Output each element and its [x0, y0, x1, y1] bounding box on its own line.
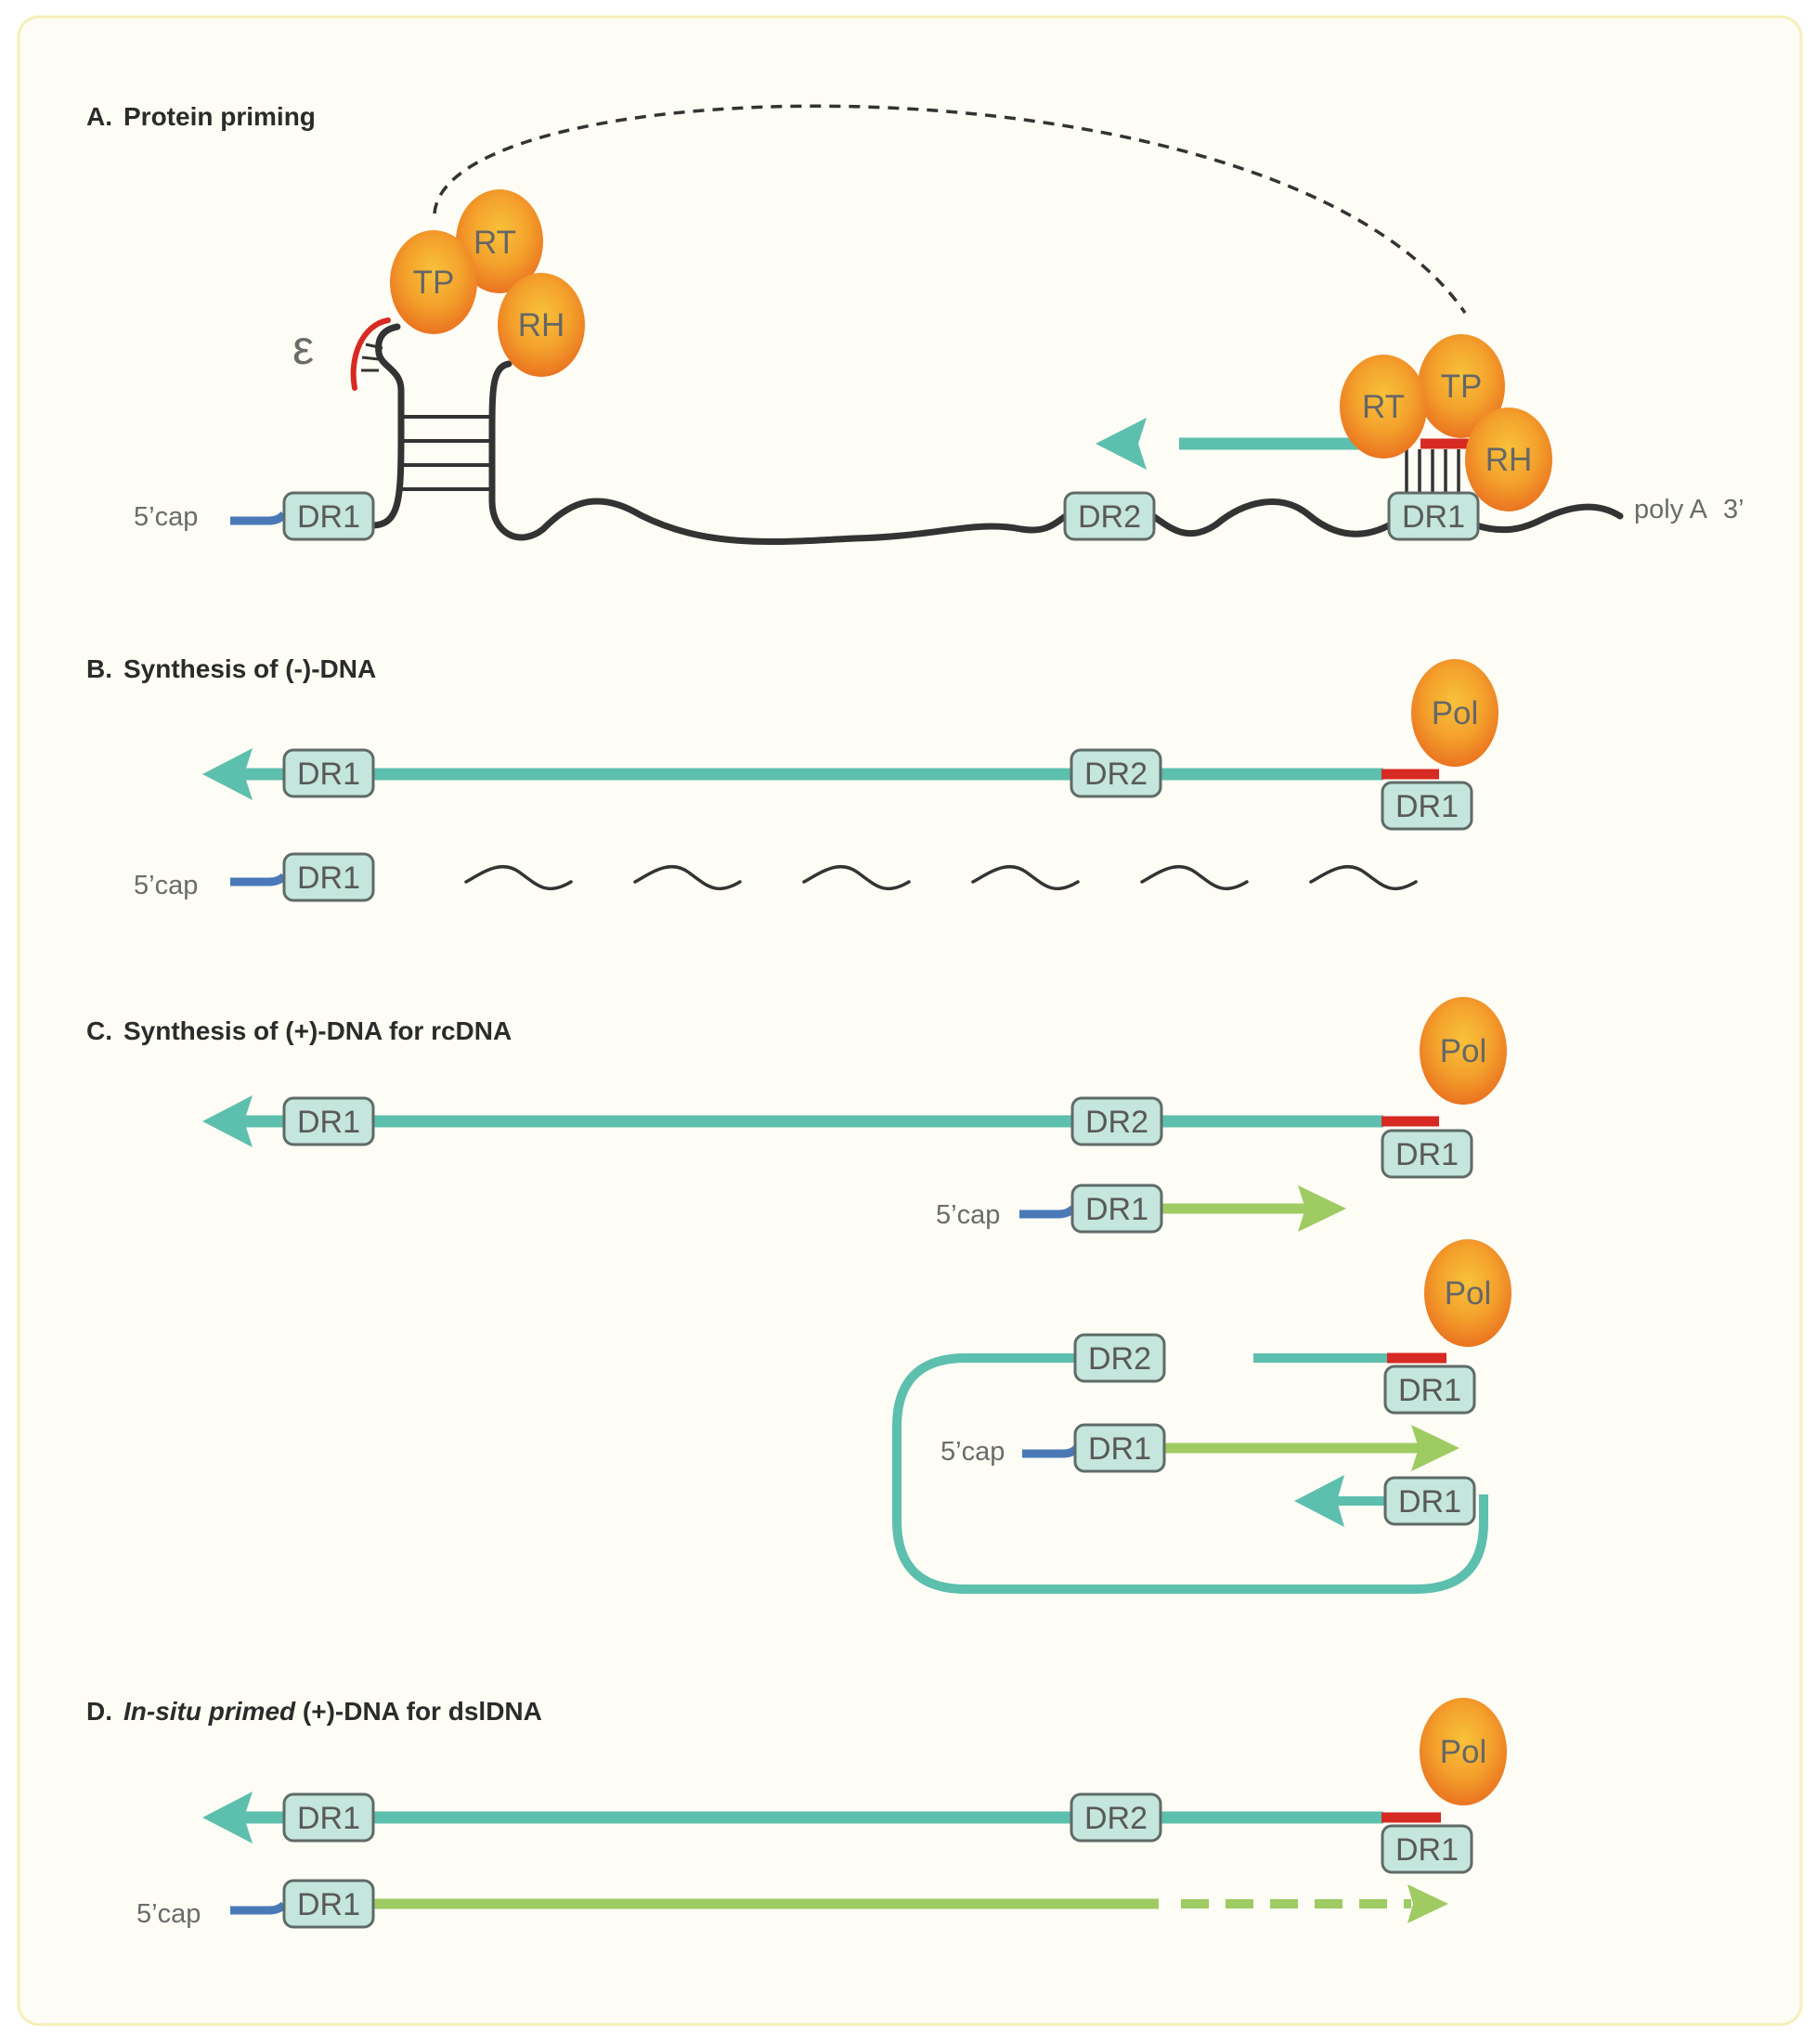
- minus-dna-arrow-a: [1096, 418, 1381, 470]
- dr1-box-c-right: DR1: [1381, 1129, 1473, 1179]
- svg-text:DR1: DR1: [297, 757, 360, 792]
- protein-pol-c2: [1424, 1239, 1511, 1347]
- cap-label-b: 5’cap: [134, 871, 198, 900]
- dr1-box-b-right: DR1: [1381, 781, 1473, 831]
- dr2-box-d: DR2: [1070, 1792, 1162, 1843]
- svg-text:DR1: DR1: [1395, 1137, 1459, 1172]
- epsilon-label: ε: [292, 321, 314, 375]
- protein-pol-b: [1411, 659, 1498, 767]
- dr1-box-a-left: DR1: [282, 491, 375, 541]
- epsilon-pairs: [361, 343, 383, 372]
- protein-rh-2: [1465, 408, 1552, 511]
- minus-dna-arrowhead-a: [1096, 418, 1147, 470]
- panel-a-title: A.Protein priming: [86, 102, 316, 131]
- svg-text:DR2: DR2: [1084, 1801, 1148, 1836]
- svg-text:DR1: DR1: [1085, 1192, 1148, 1227]
- dr2-box-a: DR2: [1063, 491, 1156, 541]
- protein-pol-label-d: Pol: [1440, 1734, 1487, 1770]
- dr1-box-c2-cap: DR1: [1073, 1423, 1166, 1473]
- minus-dna-arrowhead-c: [202, 1095, 253, 1147]
- protein-tp-label-2: TP: [1441, 369, 1483, 405]
- protein-tp-label-1: TP: [413, 265, 455, 301]
- cap-label: 5’cap: [134, 502, 198, 532]
- panel-c: C.Synthesis of (+)-DNA for rcDNA Pol DR1…: [86, 997, 1511, 1594]
- protein-pol-label-c1: Pol: [1440, 1033, 1487, 1069]
- protein-pol-c1: [1420, 997, 1507, 1105]
- svg-text:DR1: DR1: [1398, 1373, 1461, 1408]
- circular-minus-dna: [892, 1353, 1488, 1594]
- dr1-box-d-right: DR1: [1381, 1824, 1473, 1874]
- svg-text:DR1: DR1: [1398, 1484, 1461, 1520]
- dr1-box-a-right: DR1: [1387, 491, 1480, 541]
- protein-pol-label-c2: Pol: [1445, 1275, 1492, 1312]
- panel-a: A.Protein priming 5’cap ε: [86, 102, 1745, 546]
- protein-pol-d: [1420, 1698, 1507, 1805]
- dr1-box-d-left: DR1: [282, 1792, 375, 1843]
- svg-text:DR1: DR1: [1402, 499, 1465, 535]
- rna-wavy-1: [488, 360, 1070, 546]
- plus-dna-arrowhead-d: [1407, 1884, 1448, 1923]
- minus-dna-arrowhead-c3: [1294, 1475, 1344, 1527]
- panel-b: B.Synthesis of (-)-DNA Pol DR1 DR2 DR1 5…: [86, 654, 1498, 902]
- panel-c-title: C.Synthesis of (+)-DNA for rcDNA: [86, 1016, 512, 1045]
- svg-text:DR1: DR1: [297, 1801, 360, 1836]
- protein-rt-label-2: RT: [1362, 389, 1405, 425]
- protein-rt-2: [1340, 355, 1427, 459]
- dr1-box-b-cap: DR1: [282, 852, 375, 902]
- panel-d-title: D.In-situ primed (+)-DNA for dslDNA: [86, 1697, 542, 1726]
- protein-tp-1: [390, 230, 477, 334]
- plus-dna-arrowhead-c1: [1298, 1185, 1346, 1232]
- translocation-dashed-arc: [433, 104, 1467, 314]
- dr1-box-c-left: DR1: [282, 1096, 375, 1146]
- protein-rh-label-2: RH: [1485, 442, 1533, 478]
- cap-label-c2: 5’cap: [940, 1437, 1005, 1467]
- svg-text:DR1: DR1: [1088, 1431, 1151, 1467]
- svg-text:DR2: DR2: [1088, 1341, 1151, 1377]
- minus-dna-arrowhead-b: [202, 748, 253, 800]
- svg-text:DR1: DR1: [297, 860, 360, 896]
- svg-text:DR1: DR1: [1395, 1832, 1459, 1868]
- svg-text:DR1: DR1: [297, 1887, 360, 1922]
- dr2-box-c2: DR2: [1073, 1333, 1166, 1383]
- svg-text:DR1: DR1: [1395, 789, 1459, 824]
- dr1-box-c3: DR1: [1383, 1476, 1476, 1526]
- three-prime-label: 3’: [1723, 495, 1745, 524]
- svg-text:DR2: DR2: [1084, 757, 1148, 792]
- stem-base-pairs: [401, 415, 492, 491]
- epsilon-primer: [350, 317, 391, 391]
- svg-text:DR2: DR2: [1085, 1105, 1148, 1140]
- cap-label-d: 5’cap: [136, 1899, 201, 1929]
- svg-text:DR1: DR1: [297, 1105, 360, 1140]
- dr2-box-b: DR2: [1070, 748, 1162, 798]
- dr1-box-c2-right: DR1: [1383, 1365, 1476, 1415]
- dr1-box-b-left: DR1: [282, 748, 375, 798]
- panel-d: D.In-situ primed (+)-DNA for dslDNA Pol …: [86, 1697, 1507, 1929]
- rna-fragments: [464, 864, 1418, 891]
- dr1-box-c-cap1: DR1: [1070, 1184, 1163, 1234]
- dr1-box-d-cap: DR1: [282, 1879, 375, 1929]
- rna-wavy-3: [1472, 503, 1624, 534]
- minus-dna-arrowhead-d: [202, 1792, 253, 1843]
- protein-rh-label-1: RH: [518, 307, 565, 343]
- cap-label-c1: 5’cap: [936, 1200, 1000, 1230]
- dr2-box-c: DR2: [1070, 1096, 1163, 1146]
- protein-rh-1: [498, 273, 585, 377]
- panel-b-title: B.Synthesis of (-)-DNA: [86, 654, 376, 683]
- protein-rt-label-1: RT: [473, 225, 516, 261]
- polya-label: poly A: [1634, 495, 1708, 524]
- plus-dna-arrowhead-c2: [1411, 1425, 1459, 1471]
- rna-stem-left: [368, 323, 405, 529]
- protein-tp-2: [1418, 334, 1505, 438]
- diagram-frame: [17, 15, 1803, 2026]
- polymerase-complex-2: TP RH RT: [1340, 334, 1552, 511]
- svg-text:DR2: DR2: [1078, 499, 1141, 535]
- polymerase-complex-1: RT RH TP: [390, 189, 585, 377]
- svg-text:DR1: DR1: [297, 499, 360, 535]
- protein-rt-1: [456, 189, 543, 293]
- protein-pol-label-b: Pol: [1432, 695, 1479, 731]
- rna-wavy-2: [1149, 498, 1394, 537]
